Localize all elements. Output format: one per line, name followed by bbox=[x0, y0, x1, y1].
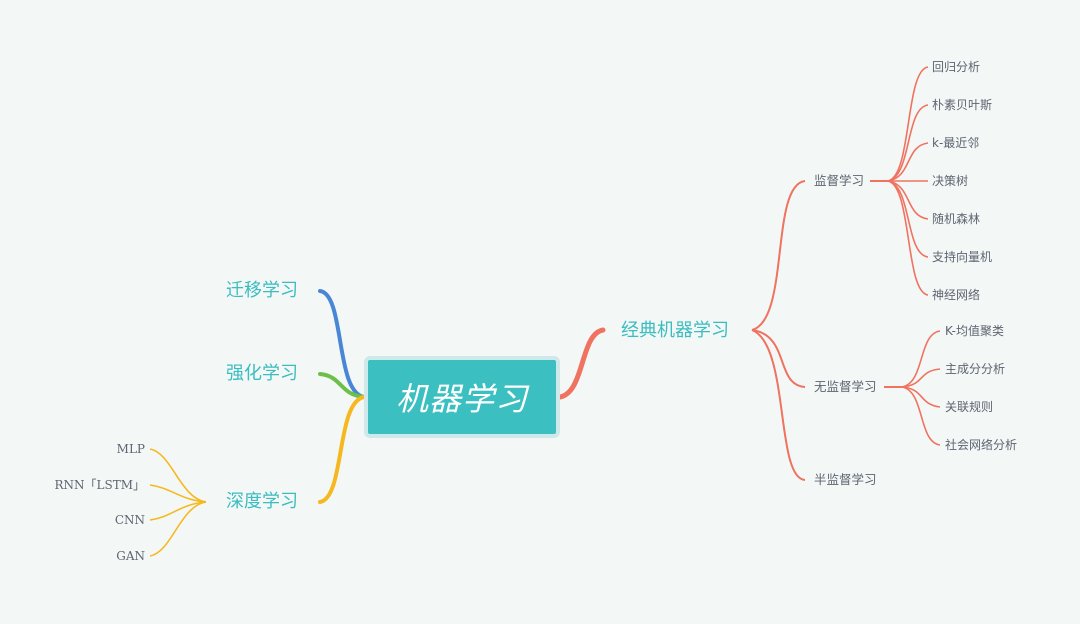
leaf-supervised-6[interactable]: 支持向量机 bbox=[932, 250, 993, 264]
root-label: 机器学习 bbox=[395, 380, 528, 418]
edge-classic-supervised bbox=[751, 180, 806, 331]
root-node[interactable]: 机器学习 bbox=[364, 356, 560, 438]
edge-sup-1 bbox=[887, 66, 929, 182]
node-supervised[interactable]: 监督学习 bbox=[814, 173, 865, 188]
node-unsupervised[interactable]: 无监督学习 bbox=[814, 379, 877, 394]
edge-deep-4 bbox=[149, 501, 207, 557]
leaf-unsupervised-3[interactable]: 关联规则 bbox=[945, 400, 994, 414]
leaf-supervised-7[interactable]: 神经网络 bbox=[932, 288, 981, 302]
node-classic-ml[interactable]: 经典机器学习 bbox=[621, 320, 729, 341]
edge-sup-7 bbox=[887, 180, 929, 296]
edge-unsup-3 bbox=[901, 386, 941, 408]
leaf-unsupervised-4[interactable]: 社会网络分析 bbox=[945, 438, 1018, 452]
leaf-supervised-5[interactable]: 随机森林 bbox=[932, 212, 981, 226]
leaf-unsupervised-1[interactable]: K-均值聚类 bbox=[945, 324, 1004, 338]
edge-root-deep bbox=[318, 395, 366, 504]
edge-sup-3 bbox=[887, 142, 929, 182]
edge-classic-semi bbox=[751, 329, 806, 481]
leaf-supervised-4[interactable]: 决策树 bbox=[932, 174, 969, 188]
edge-deep-2 bbox=[149, 484, 207, 503]
leaf-supervised-3[interactable]: k-最近邻 bbox=[932, 136, 980, 150]
edge-deep-3 bbox=[149, 501, 207, 521]
edge-unsup-2 bbox=[901, 368, 941, 388]
edge-sup-5 bbox=[887, 180, 929, 220]
leaf-deep-3[interactable]: CNN bbox=[114, 513, 145, 527]
edge-deep-1 bbox=[149, 448, 207, 503]
edge-sup-6 bbox=[887, 180, 929, 258]
node-transfer-learning[interactable]: 迁移学习 bbox=[226, 280, 298, 301]
edge-root-reinforcement bbox=[318, 372, 366, 399]
node-deep-learning[interactable]: 深度学习 bbox=[226, 491, 298, 512]
leaf-supervised-1[interactable]: 回归分析 bbox=[932, 60, 981, 74]
edge-classic-unsupervised bbox=[751, 329, 806, 388]
leaf-supervised-2[interactable]: 朴素贝叶斯 bbox=[932, 98, 993, 112]
edge-root-transfer bbox=[318, 289, 366, 399]
leaf-deep-2[interactable]: RNN「LSTM」 bbox=[54, 478, 145, 492]
leaf-deep-1[interactable]: MLP bbox=[116, 442, 145, 456]
edge-unsup-1 bbox=[901, 330, 941, 388]
node-semi-supervised[interactable]: 半监督学习 bbox=[814, 472, 877, 487]
edge-sup-2 bbox=[887, 104, 929, 182]
node-reinforcement-learning[interactable]: 强化学习 bbox=[226, 363, 298, 384]
edge-unsup-4 bbox=[901, 386, 941, 446]
leaf-unsupervised-2[interactable]: 主成分分析 bbox=[945, 362, 1006, 376]
leaf-deep-4[interactable]: GAN bbox=[116, 549, 145, 563]
edge-root-classic bbox=[557, 327, 606, 400]
